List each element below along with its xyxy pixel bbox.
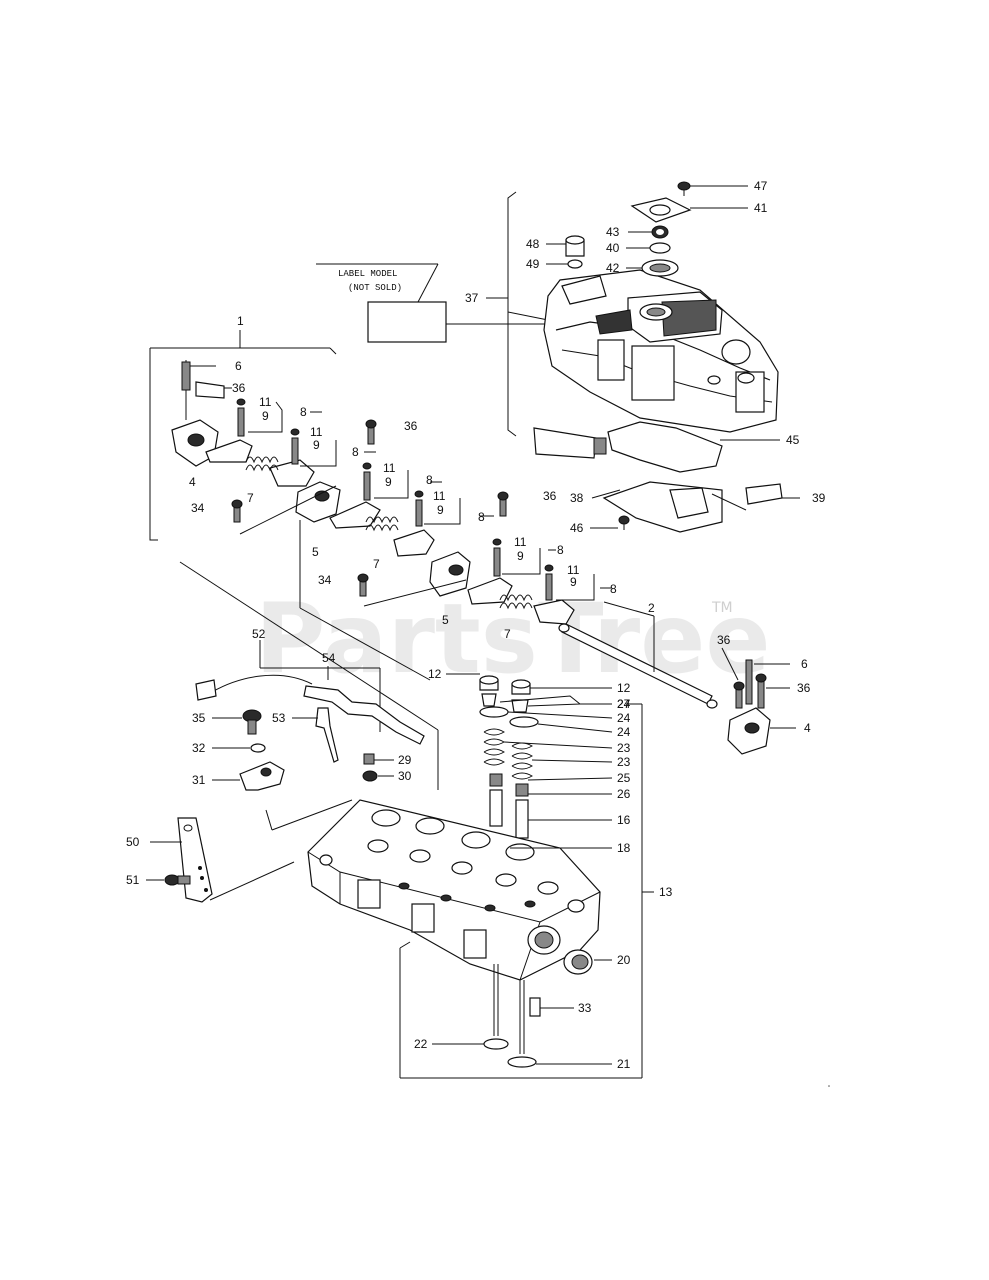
callout-36-a: 36 — [232, 381, 246, 395]
valve-cover-assembly — [446, 181, 800, 533]
callout-11-e: 11 — [514, 535, 527, 549]
callout-30: 30 — [398, 769, 412, 783]
callout-6-left: 6 — [235, 359, 242, 373]
callout-52: 52 — [252, 627, 266, 641]
callout-5-left: 5 — [312, 545, 319, 559]
callout-20: 20 — [617, 953, 631, 967]
callout-13: 13 — [659, 885, 673, 899]
callout-29: 29 — [398, 753, 412, 767]
label-model-line1: LABEL MODEL — [338, 269, 397, 279]
callout-36-c: 36 — [543, 489, 557, 503]
callout-8-f: 8 — [610, 582, 617, 596]
callout-24-b: 24 — [617, 725, 631, 739]
spring-7a — [245, 456, 279, 472]
rocker-arm-assembly — [149, 330, 612, 790]
callout-34-a: 34 — [191, 501, 205, 515]
watermark: PartsTree — [255, 583, 770, 695]
callout-11-b: 11 — [310, 425, 323, 439]
callout-34-b: 34 — [318, 573, 332, 587]
callout-26: 26 — [617, 787, 631, 801]
callout-39: 39 — [812, 491, 826, 505]
cylinder-head — [307, 799, 612, 1068]
callout-8-a: 8 — [300, 405, 307, 419]
callout-11-c: 11 — [383, 461, 396, 475]
callout-8-b: 8 — [352, 445, 359, 459]
callout-31: 31 — [192, 773, 206, 787]
callout-9-d: 9 — [437, 503, 444, 517]
callout-49: 49 — [526, 257, 540, 271]
callout-4-right: 4 — [804, 721, 811, 735]
callout-9-b: 9 — [313, 438, 320, 452]
callout-8-e: 8 — [557, 543, 564, 557]
callout-9-c: 9 — [385, 475, 392, 489]
callout-8-d: 8 — [478, 510, 485, 524]
callout-42: 42 — [606, 261, 620, 275]
callout-9-e: 9 — [517, 549, 524, 563]
spring-7c — [499, 594, 533, 610]
callout-37: 37 — [465, 291, 479, 305]
callout-11-f: 11 — [567, 563, 580, 577]
callout-22: 22 — [414, 1037, 428, 1051]
callout-1: 1 — [237, 314, 244, 328]
callout-24-a: 24 — [617, 711, 631, 725]
callout-25: 25 — [617, 771, 631, 785]
callout-23-b: 23 — [617, 755, 631, 769]
callout-7-c: 7 — [504, 627, 511, 641]
glow-plug-assembly — [146, 640, 425, 903]
label-model-line2: (NOT SOLD) — [348, 283, 402, 293]
callout-40: 40 — [606, 241, 620, 255]
callout-50: 50 — [126, 835, 140, 849]
callout-47: 47 — [754, 179, 768, 193]
callout-32: 32 — [192, 741, 206, 755]
spring-7b — [365, 516, 399, 532]
valve-train — [399, 673, 654, 1079]
callout-27: 27 — [617, 697, 631, 711]
callout-33: 33 — [578, 1001, 592, 1015]
callout-46: 46 — [570, 521, 584, 535]
callout-36-e: 36 — [797, 681, 811, 695]
callout-48: 48 — [526, 237, 540, 251]
callout-21: 21 — [617, 1057, 631, 1071]
callout-9-a: 9 — [262, 409, 269, 423]
callout-36-b: 36 — [404, 419, 418, 433]
callout-9-f: 9 — [570, 575, 577, 589]
callout-6-right: 6 — [801, 657, 808, 671]
speck — [828, 1085, 830, 1087]
callout-53: 53 — [272, 711, 286, 725]
callout-35: 35 — [192, 711, 206, 725]
rocker-shaft-assembly — [558, 601, 796, 755]
callout-5-right: 5 — [442, 613, 449, 627]
callout-45: 45 — [786, 433, 800, 447]
callout-8-c: 8 — [426, 473, 433, 487]
callout-16: 16 — [617, 813, 631, 827]
callout-24-c: 24 — [617, 697, 631, 711]
callout-11-d: 11 — [433, 489, 446, 503]
callout-41: 41 — [754, 201, 768, 215]
callout-labels: 1 2 4 4 5 5 6 6 7 7 7 8 8 8 8 8 8 9 9 9 … — [126, 179, 826, 1071]
callout-23-a: 23 — [617, 741, 631, 755]
callout-18: 18 — [617, 841, 631, 855]
callout-43: 43 — [606, 225, 620, 239]
label-model-box: LABEL MODEL (NOT SOLD) — [316, 263, 447, 343]
callout-36-d: 36 — [717, 633, 731, 647]
callout-7-a: 7 — [247, 491, 254, 505]
callout-12-a: 12 — [428, 667, 442, 681]
callout-12-b: 12 — [617, 681, 631, 695]
callout-38: 38 — [570, 491, 584, 505]
callout-54: 54 — [322, 651, 336, 665]
callout-51: 51 — [126, 873, 140, 887]
callout-2: 2 — [648, 601, 655, 615]
callout-4-left: 4 — [189, 475, 196, 489]
callout-11-a: 11 — [259, 395, 272, 409]
callout-7-b: 7 — [373, 557, 380, 571]
watermark-tm: TM — [711, 600, 733, 616]
